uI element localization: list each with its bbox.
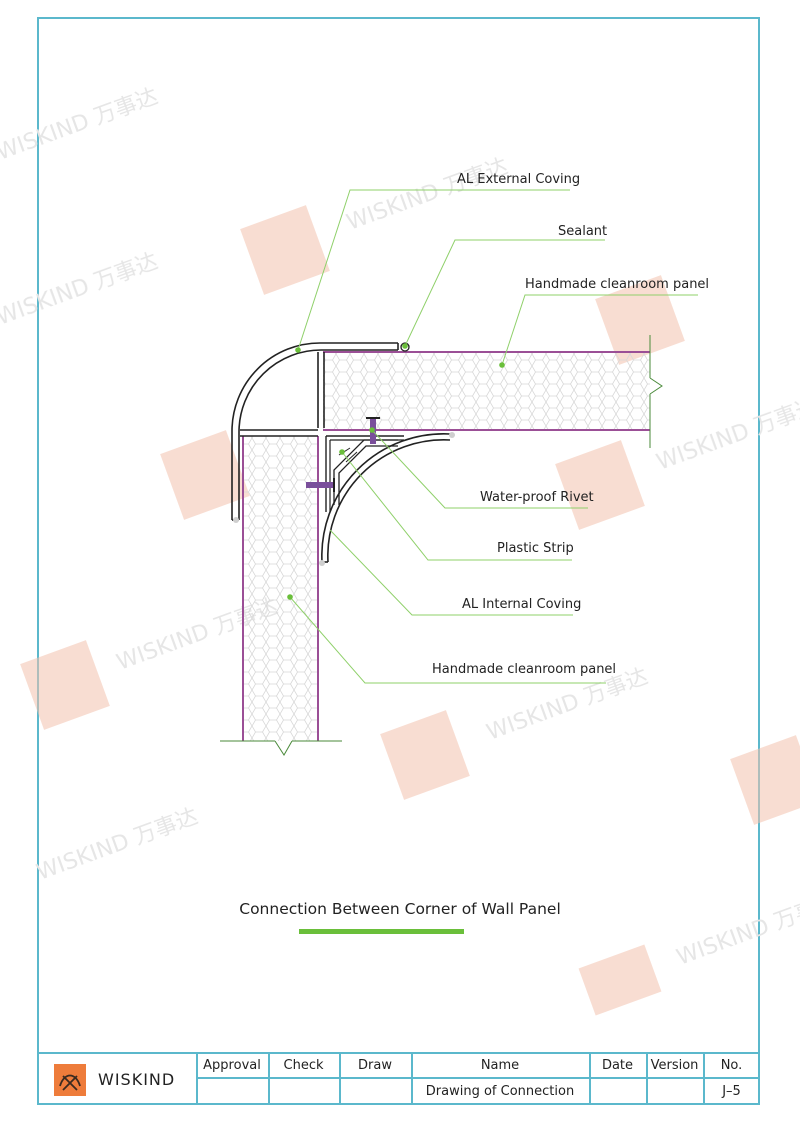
callout-handmade-panel-bottom: Handmade cleanroom panel — [432, 662, 617, 677]
watermark-text-layer: WISKIND 万事达 WISKIND 万事达 WISKIND 万事达 WISK… — [0, 84, 800, 970]
header-date: Date — [601, 1058, 634, 1073]
watermark-layer — [20, 205, 800, 1016]
header-name: Name — [480, 1058, 520, 1073]
tb-divider — [268, 1054, 270, 1105]
watermark-text: WISKIND 万事达 — [0, 84, 161, 165]
value-no: J–5 — [722, 1084, 741, 1099]
callout-al-internal-coving: AL Internal Coving — [462, 597, 582, 612]
watermark-text: WISKIND 万事达 — [34, 804, 202, 885]
tb-divider — [339, 1054, 341, 1105]
watermark-text: WISKIND 万事达 — [0, 249, 161, 330]
tb-divider — [411, 1054, 413, 1105]
callout-sealant: Sealant — [558, 224, 608, 239]
vertical-cleanroom-panel — [220, 436, 342, 756]
callout-plastic-strip: Plastic Strip — [497, 541, 574, 556]
watermark-text: WISKIND 万事达 — [654, 394, 800, 475]
callout-al-external-coving: AL External Coving — [457, 172, 581, 187]
al-external-coving — [231, 342, 399, 521]
tb-row-divider — [196, 1077, 760, 1079]
value-name: Drawing of Connection — [425, 1084, 575, 1099]
al-internal-coving — [321, 433, 451, 563]
callout-handmade-panel-top: Handmade cleanroom panel — [525, 277, 710, 292]
header-check: Check — [283, 1058, 324, 1073]
tb-divider — [196, 1054, 198, 1105]
header-version: Version — [650, 1058, 699, 1073]
tb-divider — [646, 1054, 648, 1105]
drawing-caption: Connection Between Corner of Wall Panel — [239, 900, 561, 918]
watermark-text: WISKIND 万事达 — [344, 154, 512, 235]
reference-dots — [233, 432, 455, 566]
caption-underline — [299, 929, 464, 934]
header-no: No. — [720, 1058, 743, 1073]
wiskind-logo-icon — [54, 1064, 86, 1096]
header-draw: Draw — [358, 1058, 392, 1073]
tb-divider — [589, 1054, 591, 1105]
callout-water-proof-rivet: Water-proof Rivet — [480, 490, 594, 505]
tb-divider — [703, 1054, 705, 1105]
brand-name: WISKIND — [98, 1070, 176, 1089]
leader-dots — [287, 343, 505, 600]
header-approval: Approval — [203, 1058, 261, 1073]
drawing-frame — [37, 17, 760, 1105]
leader-lines — [289, 189, 698, 684]
logo-glyph — [59, 1074, 81, 1091]
title-block: WISKIND Approval Check Draw Name Date Ve… — [38, 1052, 760, 1105]
